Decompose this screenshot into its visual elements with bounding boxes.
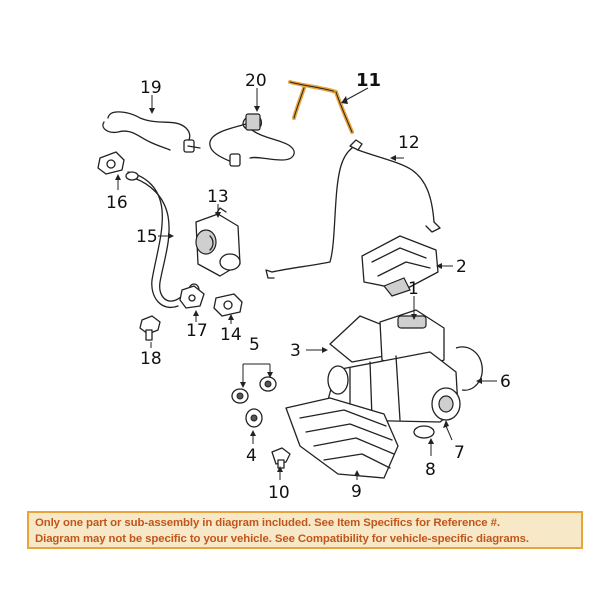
part-20-sensor-connector [209,113,295,167]
part-17-gasket [179,285,205,309]
callout-13: 13 [207,187,229,207]
callout-8: 8 [425,460,436,480]
callout-4: 4 [246,446,257,466]
callout-18: 18 [140,349,162,369]
callout-1: 1 [408,279,419,299]
callout-12: 12 [398,133,420,153]
callout-2: 2 [456,257,467,277]
part-11-vacuum-tube [288,80,354,134]
disclaimer-line-1: Only one part or sub-assembly in diagram… [35,517,500,529]
callout-5: 5 [249,335,260,355]
part-13-egr-valve [195,207,241,277]
callout-15: 15 [136,227,158,247]
callout-14: 14 [220,325,242,345]
callout-6: 6 [500,372,511,392]
callout-11: 11 [356,70,381,91]
part-5-grommets [231,376,277,404]
part-14-gasket [213,293,243,317]
part-19-oxygen-sensor [102,111,201,153]
part-10-bolt [271,447,291,469]
disclaimer-line-2: Diagram may not be specific to your vehi… [35,533,529,545]
callout-16: 16 [106,193,128,213]
part-16-gasket [97,151,125,175]
callout-3: 3 [290,341,301,361]
callout-17: 17 [186,321,208,341]
part-12-vapor-hose [265,139,441,279]
callout-9: 9 [351,482,362,502]
part-4-grommet [245,408,263,428]
leader-lines [115,87,497,480]
callout-19: 19 [140,78,162,98]
part-18-bolt [139,315,161,341]
callout-20: 20 [245,71,267,91]
part-2-bracket [361,235,439,297]
callout-7: 7 [454,443,465,463]
part-9-heat-shield [285,397,399,479]
callout-10: 10 [268,483,290,503]
disclaimer-banner: Only one part or sub-assembly in diagram… [27,511,583,549]
